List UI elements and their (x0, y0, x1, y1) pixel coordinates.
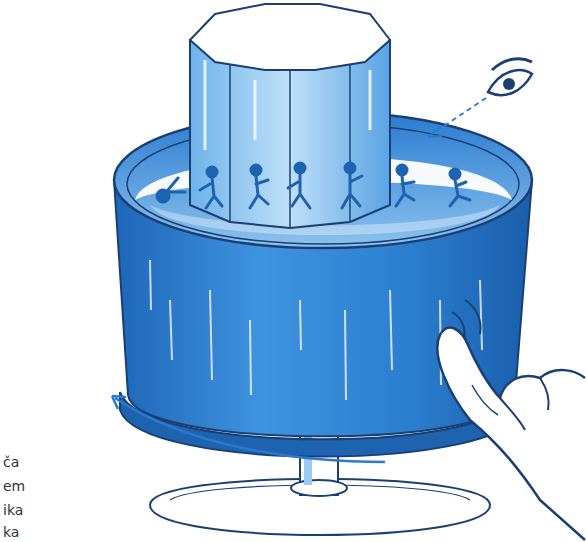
animation-figures (157, 163, 470, 208)
mirror-prism (190, 4, 390, 228)
text-fragment: em (3, 478, 25, 494)
text-fragment: ča (3, 454, 19, 470)
hand (437, 300, 585, 540)
rotation-arrow (112, 396, 385, 462)
text-fragment: ika (3, 502, 23, 518)
viewer-eye (428, 59, 532, 137)
text-fragment: ka (3, 524, 19, 540)
